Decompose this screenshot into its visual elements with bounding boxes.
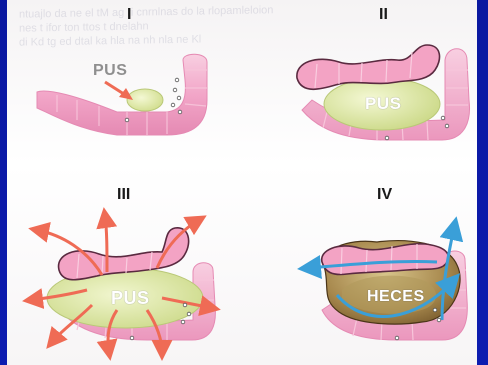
panel-iii-drawing bbox=[7, 180, 242, 365]
pus-label: PUS bbox=[365, 94, 401, 114]
panel-ii: II bbox=[247, 0, 477, 175]
abscess bbox=[127, 89, 163, 111]
panel-i-drawing bbox=[7, 0, 242, 175]
transverse-colon bbox=[297, 45, 440, 89]
panel-iv-drawing bbox=[247, 180, 477, 365]
feces-label: HECES bbox=[367, 288, 425, 306]
pus-label: PUS bbox=[111, 288, 150, 309]
panel-ii-drawing bbox=[247, 0, 477, 175]
panel-iv: IV bbox=[247, 180, 477, 365]
panel-iii: III bbox=[7, 180, 242, 365]
panel-i: I bbox=[7, 0, 242, 175]
pus-label: PUS bbox=[93, 62, 127, 80]
illustration-page: ntuajlo da ne el tM ag ri cnrnlnas do la… bbox=[7, 0, 477, 365]
